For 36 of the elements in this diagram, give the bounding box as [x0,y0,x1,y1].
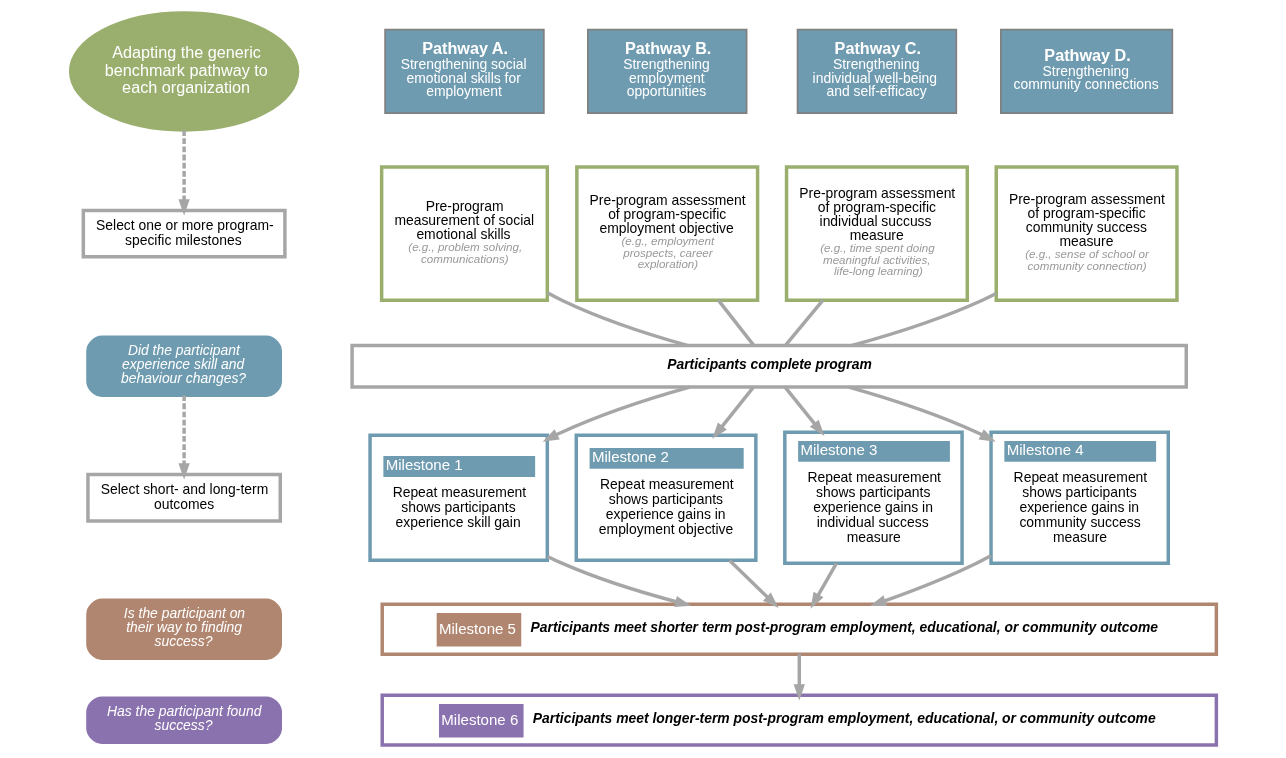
arrow [177,130,190,216]
connector [716,299,755,346]
node-ellipse: Adapting the generic benchmark pathway to each organization [68,11,299,132]
connector [546,291,688,348]
node-box: Select short- and long-term outcomes [85,472,282,523]
node-box: Has the participant found success? [85,696,282,744]
node-box: Milestone 1 Repeat measurement shows participants experience skill gain [367,433,549,563]
node-box: Pre-program assessment of program-specific individual succuss measure (e.g., time spent doing meaningful activities, life-long learning) [784,165,969,302]
node-box: Milestone 6 Participants meet longer-term post-program employment, educational, or community outcome [380,693,1218,747]
arrow [727,559,779,608]
node-box: Did the participant experience skill and behaviour changes? [85,335,282,397]
node-box: Select one or more program-specific milestones [81,208,287,259]
node-box: Participants complete program [349,343,1188,389]
arrow [847,385,996,442]
node-box: Milestone 5 Participants meet shorter term post-program employment, educational, or community outcome [380,602,1218,656]
node-box: Milestone 3 Repeat measurement shows participants experience gains in individual success measure [782,430,964,565]
arrow [793,654,805,701]
node-box: Pathway B. Strengthening employment opportunities [586,28,747,114]
arrow [546,554,691,608]
connector [851,291,997,348]
node-box: Pre-program measurement of social emotional skills (e.g., problem solving, communications) [379,165,549,302]
arrow [809,562,838,609]
node-box: Is the participant on their way to finding success? [85,598,282,660]
node-box: Pathway D. Strengthening community connections [999,28,1173,114]
node-box: Pre-program assessment of program-specific employment objective (e.g., employment prospects, career exploration) [574,165,759,302]
node-box: Pathway A. Strengthening social emotional skills for employment [383,28,545,114]
connector [784,299,824,346]
node-box: Milestone 2 Repeat measurement shows participants experience gains in employment objective [574,433,758,563]
arrow [177,395,190,480]
arrow [711,386,754,439]
node-box: Pre-program assessment of program-specific community success measure (e.g., sense of school or community connection) [994,165,1179,302]
node-box: Pathway C. Strengthening individual well-being and self-efficacy [796,28,957,114]
arrow [783,386,824,436]
node-box: Milestone 4 Repeat measurement shows participants experience gains in community success measure [988,430,1170,565]
arrow [542,385,690,442]
arrow [869,554,992,607]
